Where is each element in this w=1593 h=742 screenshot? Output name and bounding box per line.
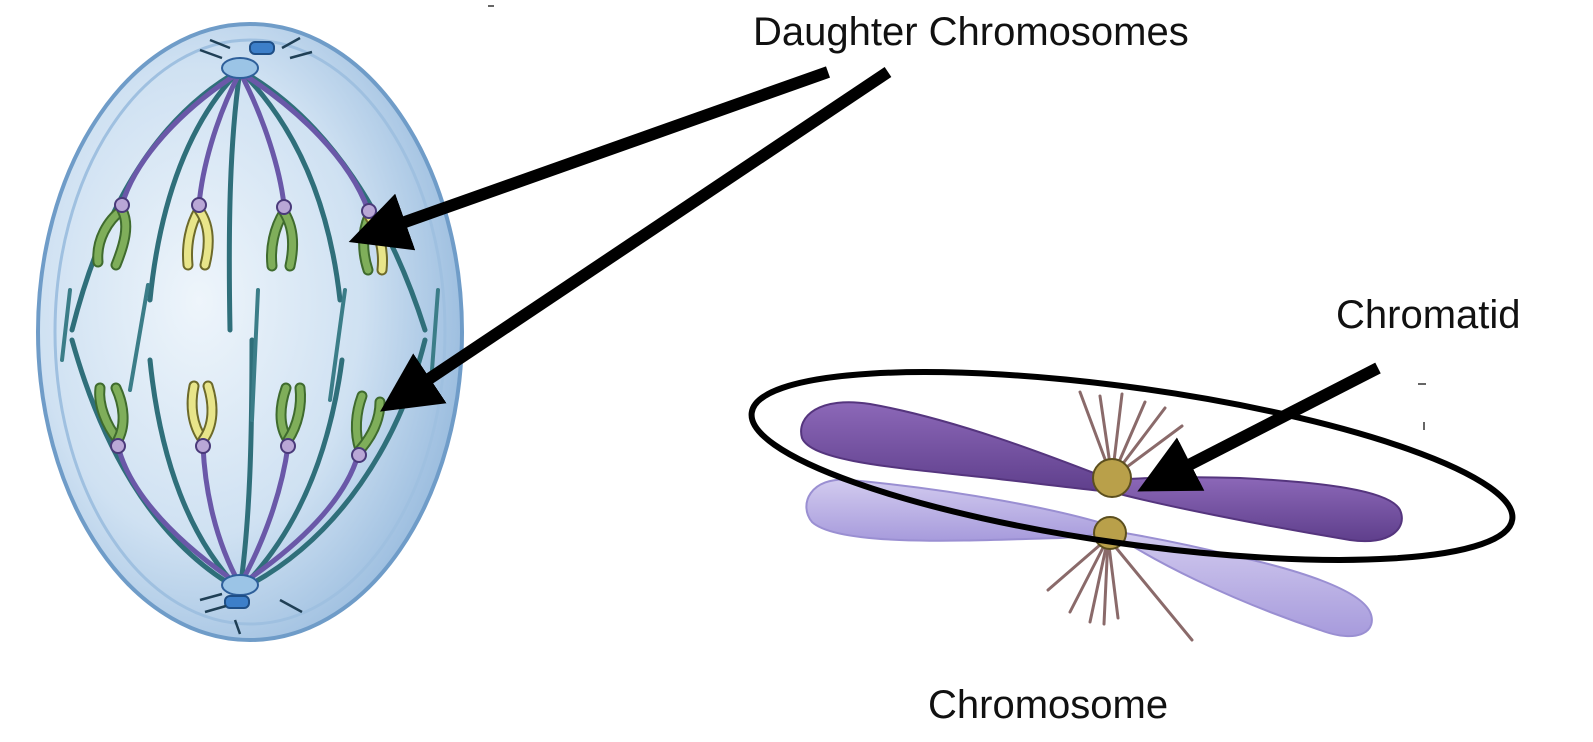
label-chromosome: Chromosome [928, 685, 1168, 725]
label-chromatid: Chromatid [1336, 295, 1521, 335]
arrow-to-lower-daughter [390, 72, 888, 405]
chromatid-outline-ellipse [741, 335, 1523, 596]
anaphase-cell [38, 24, 462, 640]
label-daughter-chromosomes: Daughter Chromosomes [753, 12, 1189, 52]
cell-membrane [38, 24, 462, 640]
chromosome-illustration [801, 392, 1402, 640]
centromere-upper [1093, 459, 1131, 497]
